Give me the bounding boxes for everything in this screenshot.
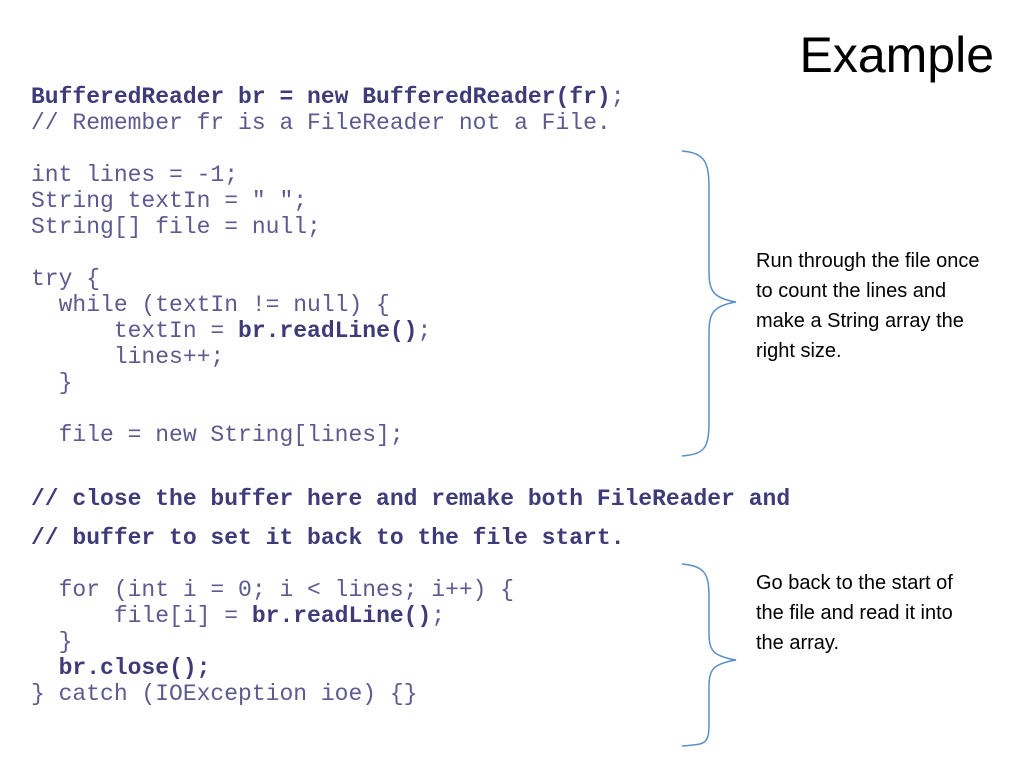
code-token: } [31,370,73,396]
code-block-read-lines: for (int i = 0; i < lines; i++) { file[i… [31,577,514,707]
code-token: file = new String[lines]; [31,422,404,448]
code-token: br.readLine() [238,318,418,344]
code-block-count-lines: BufferedReader br = new BufferedReader(f… [31,84,625,448]
code-line: } [31,629,514,655]
code-line: file[i] = br.readLine(); [31,603,514,629]
code-token: } catch (IOException ioe) {} [31,681,418,707]
code-token: } [31,629,73,655]
code-line: try { [31,266,625,292]
note-count-lines: Run through the file once to count the l… [756,250,980,362]
code-line: String[] file = null; [31,214,625,240]
note-read-into-array: Go back to the start of the file and rea… [756,572,953,654]
code-comment-reset-buffer: // close the buffer here and remake both… [31,480,790,558]
code-line: // buffer to set it back to the file sta… [31,519,790,558]
code-line: textIn = br.readLine(); [31,318,625,344]
code-line: lines++; [31,344,625,370]
code-line: // close the buffer here and remake both… [31,480,790,519]
code-token: for (int i = 0; i < lines; i++) { [31,577,515,603]
code-line: int lines = -1; [31,162,625,188]
code-token: String[] file = null; [31,214,321,240]
code-token: // buffer to set it back to the file sta… [31,525,625,551]
code-token: ; [431,603,446,629]
code-line: } [31,370,625,396]
code-line: br.close(); [31,655,514,681]
code-line: for (int i = 0; i < lines; i++) { [31,577,515,603]
code-token: String textIn = " "; [31,188,308,214]
code-line: // Remember fr is a FileReader not a Fil… [31,110,625,136]
code-token: ; [610,84,625,110]
code-token: try { [31,266,101,292]
code-line: while (textIn != null) { [31,292,625,318]
code-token: while (textIn != null) { [31,292,390,318]
slide-title: Example [799,27,994,83]
code-token: lines++; [31,344,225,370]
code-token: // close the buffer here and remake both… [31,486,791,512]
code-line: String textIn = " "; [31,188,625,214]
curly-brace-top [681,150,737,457]
code-token: BufferedReader br = new BufferedReader(f… [31,84,611,110]
code-token: br.readLine() [251,603,432,629]
code-token: br.close() [31,655,197,681]
curly-brace-bottom [681,563,737,747]
code-token: ; [196,655,211,681]
code-token: ; [417,318,432,344]
code-token: int lines = -1; [31,162,239,188]
code-token: file[i] = [31,603,252,629]
code-line: file = new String[lines]; [31,422,625,448]
code-line: } catch (IOException ioe) {} [31,681,514,707]
code-line: BufferedReader br = new BufferedReader(f… [31,84,625,110]
code-token: // Remember fr is a FileReader not a Fil… [31,110,611,136]
code-token: textIn = [31,318,239,344]
